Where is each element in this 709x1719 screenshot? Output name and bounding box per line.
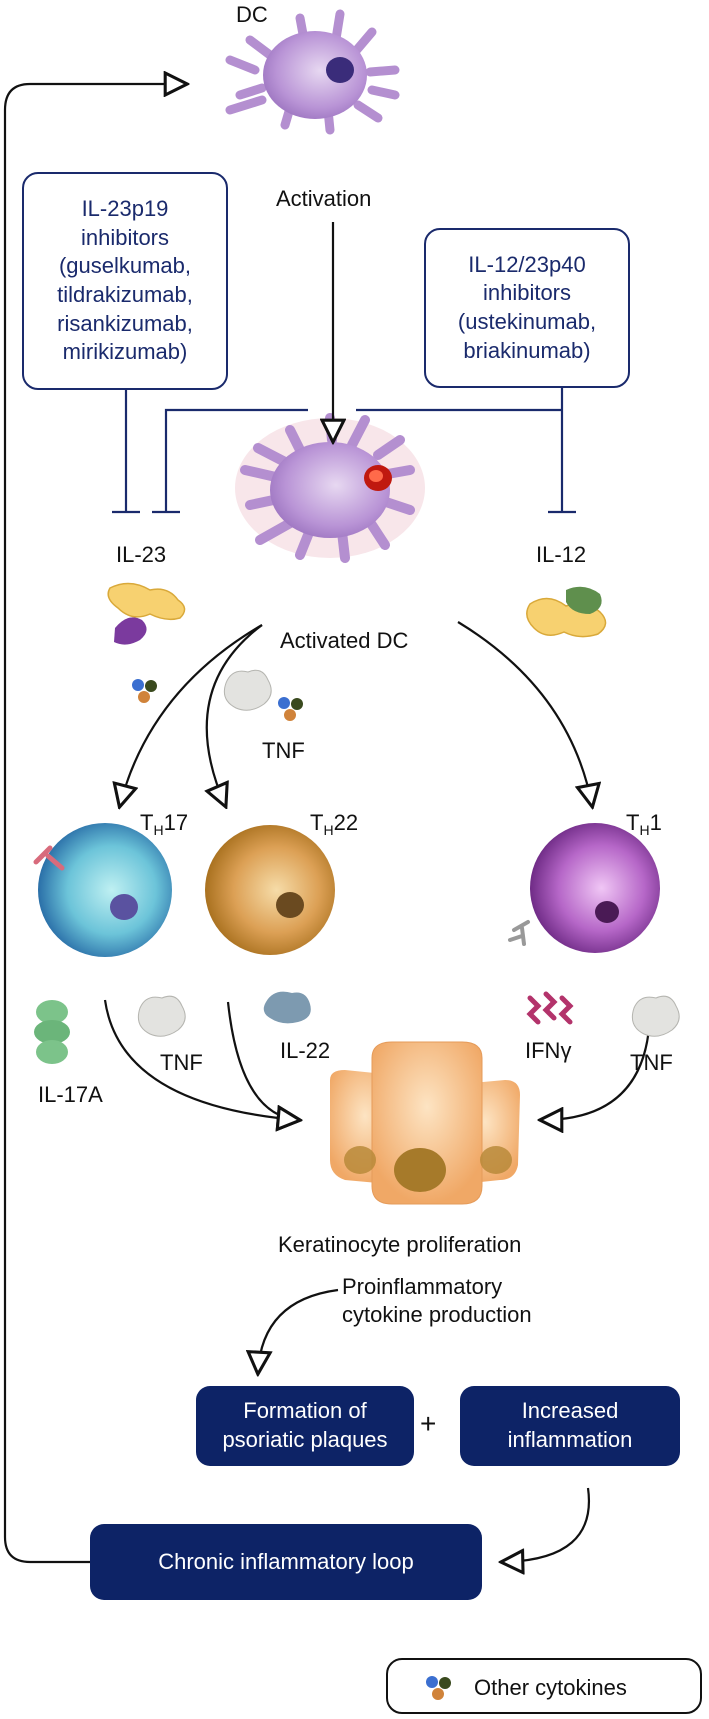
ifng-label: IFNγ — [525, 1038, 572, 1063]
keratinocyte-cells — [330, 1041, 520, 1205]
tnf-molecule-icon — [137, 995, 186, 1037]
th1-label-num: 1 — [649, 810, 662, 835]
il1223p40-line-2: inhibitors — [482, 280, 572, 306]
il17a-molecule-icon — [34, 1000, 70, 1064]
tnf-molecule-icon — [631, 995, 680, 1037]
th1-label-sub: H — [639, 822, 650, 838]
plaques-line-2: psoriatic plaques — [222, 1427, 388, 1452]
th22-label-sub: H — [323, 822, 334, 838]
chronic-inflammatory-loop-box: Chronic inflammatory loop — [90, 1524, 482, 1600]
il23-molecule-icon — [107, 582, 186, 645]
increased-inflammation-box: Increased inflammation — [460, 1386, 680, 1466]
il17a-label: IL-17A — [38, 1082, 103, 1107]
tnf-th17-label: TNF — [160, 1050, 203, 1075]
psoriatic-plaques-box: Formation of psoriatic plaques — [196, 1386, 414, 1466]
tnf-label: TNF — [262, 738, 305, 763]
il23p19-inhibitors-box: IL-23p19 inhibitors (guselkumab, tildrak… — [22, 172, 228, 390]
il23p19-line-5: risankizumab, — [57, 310, 193, 336]
th17-label-sub: H — [153, 822, 164, 838]
il23p19-line-1: IL-23p19 — [81, 196, 169, 222]
tnf-th1-label: TNF — [630, 1050, 673, 1075]
legend-other-cytokines-label: Other cytokines — [474, 1675, 627, 1700]
th22-label-t: T — [310, 810, 324, 835]
inflammation-line-2: inflammation — [507, 1427, 633, 1452]
il22-molecule-icon — [263, 991, 311, 1024]
il1223p40-line-1: IL-12/23p40 — [468, 251, 586, 277]
th17-label: TH17 — [140, 810, 189, 838]
il23-label: IL-23 — [116, 542, 167, 567]
il1223p40-inhibitors-box: IL-12/23p40 inhibitors (ustekinumab, bri… — [424, 228, 630, 388]
inhibitor-lines — [112, 384, 576, 514]
th22-cell — [205, 825, 335, 955]
inflammation-line-1: Increased — [521, 1398, 619, 1424]
il12-molecule-icon — [526, 586, 607, 638]
th22-label: TH22 — [310, 810, 359, 838]
ifng-molecule-icon — [526, 991, 574, 1025]
il22-label: IL-22 — [280, 1038, 331, 1063]
keratinocyte-label: Keratinocyte proliferation — [278, 1232, 522, 1257]
activated-dc-label: Activated DC — [280, 628, 409, 653]
il12-label: IL-12 — [536, 542, 587, 567]
th1-label-t: T — [626, 810, 640, 835]
proinflammatory-line-1: Proinflammatory — [342, 1274, 503, 1299]
other-cytokines-icon — [132, 679, 157, 703]
proinflammatory-line-2: cytokine production — [342, 1302, 532, 1327]
loop-label: Chronic inflammatory loop — [158, 1548, 414, 1574]
il1223p40-line-3: (ustekinumab, — [457, 309, 597, 334]
th17-label-num: 17 — [163, 810, 189, 835]
il1223p40-line-4: briakinumab) — [463, 337, 591, 363]
th17-cell — [33, 823, 172, 957]
legend-cytokines-icon — [426, 1676, 451, 1700]
il23p19-line-3: (guselkumab, — [58, 253, 192, 279]
legend-box — [386, 1658, 702, 1714]
other-cytokines-icon — [278, 697, 303, 721]
il23p19-line-6: mirikizumab) — [62, 339, 188, 365]
plaques-line-1: Formation of — [243, 1398, 367, 1424]
th1-cell — [508, 823, 660, 953]
il23p19-line-4: tildrakizumab, — [57, 282, 193, 307]
activated-dendritic-cell — [235, 413, 425, 563]
il23p19-line-2: inhibitors — [80, 224, 170, 250]
dendritic-cell — [225, 9, 400, 135]
th1-label: TH1 — [626, 810, 662, 838]
th17-label-t: T — [140, 810, 154, 835]
th22-label-num: 22 — [333, 810, 359, 835]
tnf-molecule-icon — [223, 669, 272, 711]
plus-sign: + — [420, 1408, 437, 1439]
activation-label: Activation — [276, 186, 372, 211]
dc-label: DC — [236, 2, 268, 27]
